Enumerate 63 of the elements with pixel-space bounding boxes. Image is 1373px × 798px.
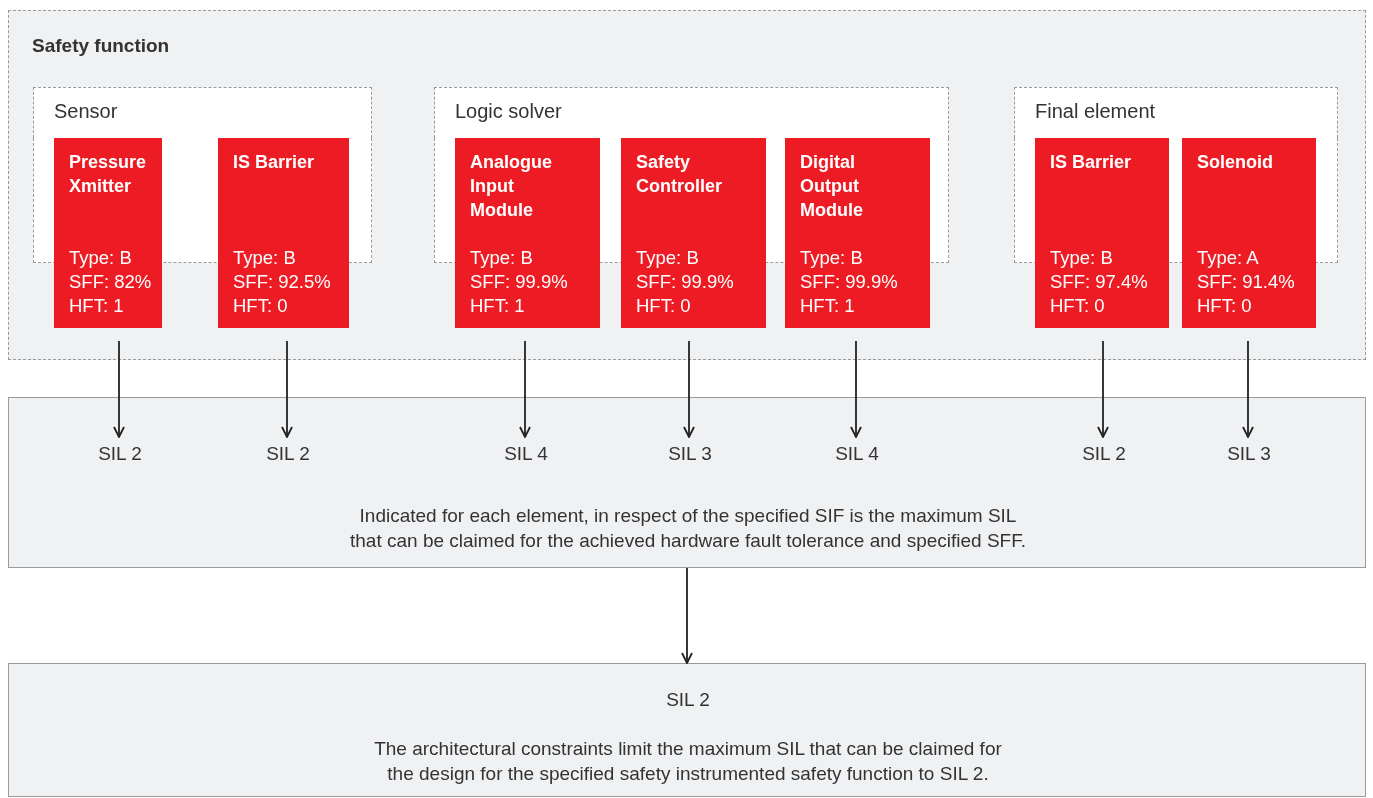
arrow <box>113 340 125 438</box>
component-box <box>1035 138 1169 328</box>
component-spec: SFF: 97.4% <box>1050 270 1148 294</box>
component-spec: HFT: 0 <box>636 294 691 318</box>
group-box <box>33 87 372 138</box>
arrow <box>681 567 693 664</box>
description-text: The architectural constraints limit the maximum SIL that can be claimed for the design for the specified safety instrumented safety function to SIL 2. <box>373 737 1003 786</box>
component-box <box>54 138 162 328</box>
arrow <box>519 340 531 438</box>
component-spec: HFT: 1 <box>800 294 855 318</box>
arrow <box>1242 340 1254 438</box>
arrow <box>1097 340 1109 438</box>
result-value: SIL 2 <box>665 689 711 711</box>
component-spec: HFT: 0 <box>233 294 288 318</box>
component-name: Pressure Xmitter <box>69 151 148 198</box>
sil-label: SIL 4 <box>486 442 566 465</box>
arrow <box>850 340 862 438</box>
sil-label: SIL 2 <box>80 442 160 465</box>
sil-label: SIL 2 <box>1064 442 1144 465</box>
component-box <box>455 138 600 328</box>
component-spec: HFT: 1 <box>69 294 124 318</box>
group-title: Sensor <box>54 100 118 123</box>
component-name: Safety Controller <box>636 151 723 198</box>
component-spec: HFT: 1 <box>470 294 525 318</box>
panel-title: Safety function <box>32 35 170 57</box>
component-name: Analogue Input Module <box>470 151 553 222</box>
safety-function-panel <box>8 10 1366 360</box>
component-spec: HFT: 0 <box>1197 294 1252 318</box>
arrow <box>281 340 293 438</box>
component-spec: SFF: 99.9% <box>636 270 734 294</box>
component-spec: Type: B <box>1050 246 1113 270</box>
arrow <box>683 340 695 438</box>
component-box <box>1182 138 1316 328</box>
component-box <box>785 138 930 328</box>
component-spec: SFF: 82% <box>69 270 152 294</box>
component-name: IS Barrier <box>233 151 316 174</box>
component-box <box>621 138 766 328</box>
sil-label: SIL 4 <box>817 442 897 465</box>
result-panel <box>8 397 1366 568</box>
component-spec: HFT: 0 <box>1050 294 1105 318</box>
description-text: Indicated for each element, in respect of the specified SIF is the maximum SIL that can be claimed for the achieved hardware fault tolerance and specified SFF. <box>349 504 1027 553</box>
component-spec: Type: B <box>636 246 699 270</box>
group-title: Final element <box>1035 100 1156 123</box>
group-box <box>434 87 949 138</box>
component-spec: Type: B <box>69 246 132 270</box>
conclusion-panel <box>8 663 1366 797</box>
component-spec: Type: B <box>800 246 863 270</box>
group-box <box>1014 87 1338 138</box>
component-box <box>218 138 349 328</box>
component-name: IS Barrier <box>1050 151 1133 174</box>
component-spec: Type: A <box>1197 246 1259 270</box>
sil-label: SIL 3 <box>1209 442 1289 465</box>
component-name: Digital Output Module <box>800 151 864 222</box>
group-title: Logic solver <box>455 100 562 123</box>
sil-label: SIL 3 <box>650 442 730 465</box>
component-spec: Type: B <box>233 246 296 270</box>
component-name: Solenoid <box>1197 151 1274 174</box>
component-spec: SFF: 99.9% <box>800 270 898 294</box>
component-spec: SFF: 99.9% <box>470 270 568 294</box>
component-spec: SFF: 92.5% <box>233 270 331 294</box>
sil-label: SIL 2 <box>248 442 328 465</box>
component-spec: Type: B <box>470 246 533 270</box>
component-spec: SFF: 91.4% <box>1197 270 1295 294</box>
